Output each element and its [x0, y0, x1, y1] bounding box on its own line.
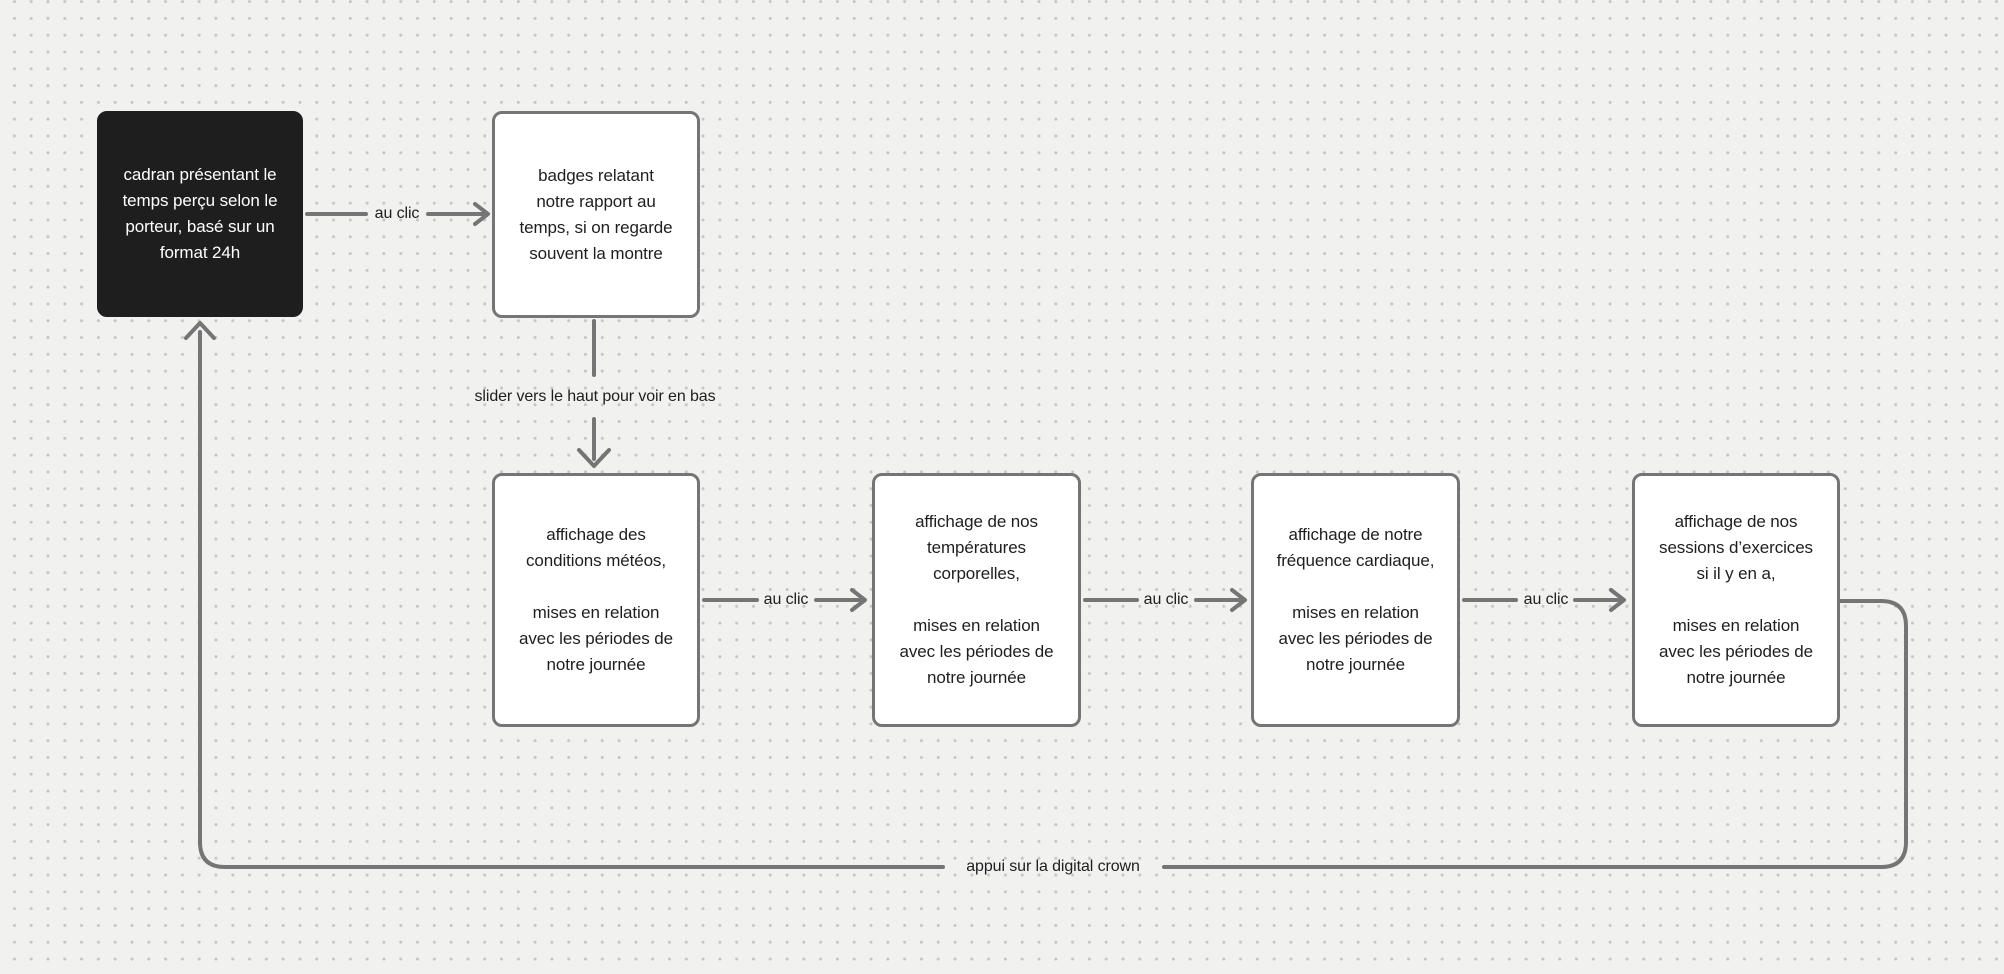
node-meteo-text-2: mises en relation avec les périodes de n… [519, 603, 673, 674]
edge-label-au-clic-top[interactable]: au clic [374, 205, 420, 222]
connector-exercices-to-cadran[interactable] [184, 321, 1908, 869]
node-conditions-meteo[interactable]: affichage des conditions météos, mises e… [492, 473, 700, 727]
node-cadran-24h[interactable]: cadran présentant le temps perçu selon l… [97, 111, 303, 317]
node-temperatures-corporelles[interactable]: affichage de nos températures corporelle… [872, 473, 1081, 727]
node-badges-temps[interactable]: badges relatant notre rapport au temps, … [492, 111, 700, 318]
node-frequence-cardiaque[interactable]: affichage de notre fréquence cardiaque, … [1251, 473, 1460, 727]
node-exercices-text-2: mises en relation avec les périodes de n… [1659, 616, 1813, 687]
node-sessions-exercices[interactable]: affichage de nos sessions d’exercices si… [1632, 473, 1840, 727]
connector-cadran-to-badges[interactable] [305, 202, 490, 226]
connector-cardiaque-to-exercices[interactable] [1462, 588, 1626, 612]
node-exercices-text-1: affichage de nos sessions d’exercices si… [1659, 512, 1813, 583]
connector-badges-to-meteo[interactable] [577, 319, 611, 468]
edge-label-appui-digital-crown[interactable]: appui sur la digital crown [966, 858, 1140, 875]
edge-label-au-clic-1[interactable]: au clic [763, 591, 809, 608]
node-badges-text: badges relatant notre rapport au temps, … [519, 165, 673, 263]
node-temperatures-text-1: affichage de nos températures corporelle… [915, 512, 1038, 583]
connector-meteo-to-temperatures[interactable] [702, 588, 867, 612]
connector-temperatures-to-cardiaque[interactable] [1083, 588, 1247, 612]
node-cadran-text: cadran présentant le temps perçu selon l… [122, 165, 278, 262]
node-cardiaque-text-2: mises en relation avec les périodes de n… [1278, 603, 1433, 674]
node-meteo-text-1: affichage des conditions météos, [526, 525, 666, 570]
edge-label-slider-vers-le-haut[interactable]: slider vers le haut pour voir en bas [474, 388, 716, 405]
edge-label-au-clic-2[interactable]: au clic [1143, 591, 1189, 608]
node-cardiaque-text-1: affichage de notre fréquence cardiaque, [1276, 525, 1435, 570]
node-temperatures-text-2: mises en relation avec les périodes de n… [899, 616, 1054, 687]
edge-label-au-clic-3[interactable]: au clic [1523, 591, 1569, 608]
